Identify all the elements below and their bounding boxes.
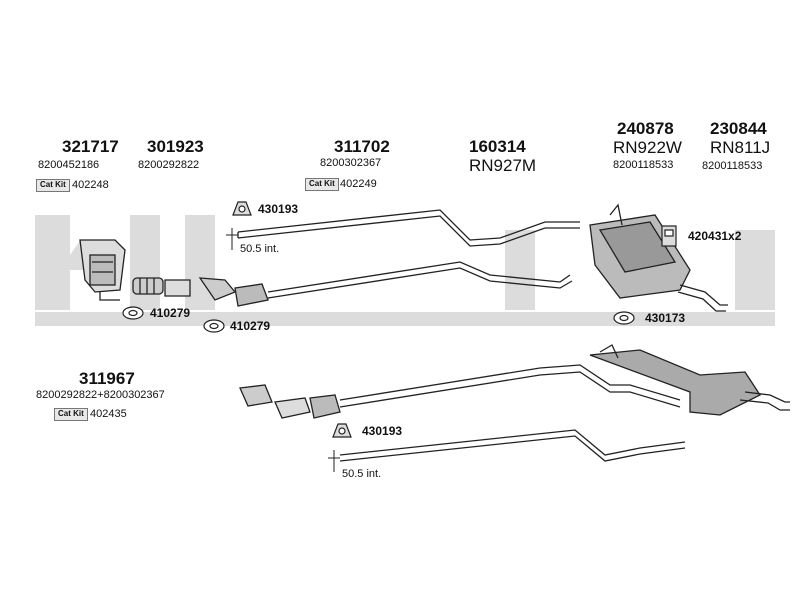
part-number[interactable]: 311967 [79, 369, 135, 388]
part-number[interactable]: 311702 [334, 137, 390, 156]
oem-number: RN927M [469, 156, 537, 175]
catalytic-converter-left[interactable] [79, 239, 126, 301]
clamp-icon [232, 201, 252, 216]
oem-number: RN811J [710, 138, 771, 157]
oem-number: 8200292822+8200302367 [36, 389, 165, 401]
catkit-badge: Cat Kit [54, 408, 88, 421]
part-number[interactable]: 240878 [617, 119, 674, 138]
dimension-marker [226, 228, 340, 472]
part-number[interactable]: 321717 [62, 137, 119, 156]
part-number[interactable]: 230844 [710, 119, 767, 138]
front-pipe-311967[interactable] [239, 364, 681, 419]
middle-pipe-bottom[interactable] [339, 429, 686, 462]
oem-number: 8200118533 [702, 160, 763, 172]
flex-pipe[interactable] [132, 277, 191, 297]
oem-number: 8200452186 [38, 159, 100, 171]
rear-silencer-240878[interactable] [589, 203, 728, 312]
clamp-number[interactable]: 430193 [258, 202, 299, 216]
oem-number: 8200292822 [138, 159, 200, 171]
dimension-label: 50.5 int. [342, 468, 382, 480]
clamp-number[interactable]: 430193 [362, 424, 403, 438]
gasket-icon [122, 306, 144, 320]
front-pipe-311702[interactable] [198, 261, 573, 307]
part-number[interactable]: 301923 [147, 137, 204, 156]
rubber-mount-number[interactable]: 420431x2 [688, 229, 742, 243]
catkit-number: 402248 [72, 179, 109, 191]
gasket-icon [203, 319, 225, 333]
gasket-number[interactable]: 410279 [150, 306, 191, 320]
hanger-icon [613, 311, 635, 325]
oem-number: 8200118533 [613, 159, 674, 171]
rear-silencer-230844[interactable] [589, 344, 790, 416]
gasket-number[interactable]: 410279 [230, 319, 271, 333]
oem-number: 8200302367 [320, 157, 382, 169]
clamp-icon [332, 423, 352, 438]
rubber-mount-icon [661, 225, 677, 247]
part-number[interactable]: 160314 [469, 137, 526, 156]
catkit-number: 402435 [90, 408, 127, 420]
catkit-number: 402249 [340, 178, 377, 190]
hanger-number[interactable]: 430173 [645, 311, 686, 325]
dimension-label: 50.5 int. [240, 243, 280, 255]
catkit-badge: Cat Kit [305, 178, 339, 191]
oem-number: RN922W [613, 138, 682, 157]
catkit-badge: Cat Kit [36, 179, 70, 192]
